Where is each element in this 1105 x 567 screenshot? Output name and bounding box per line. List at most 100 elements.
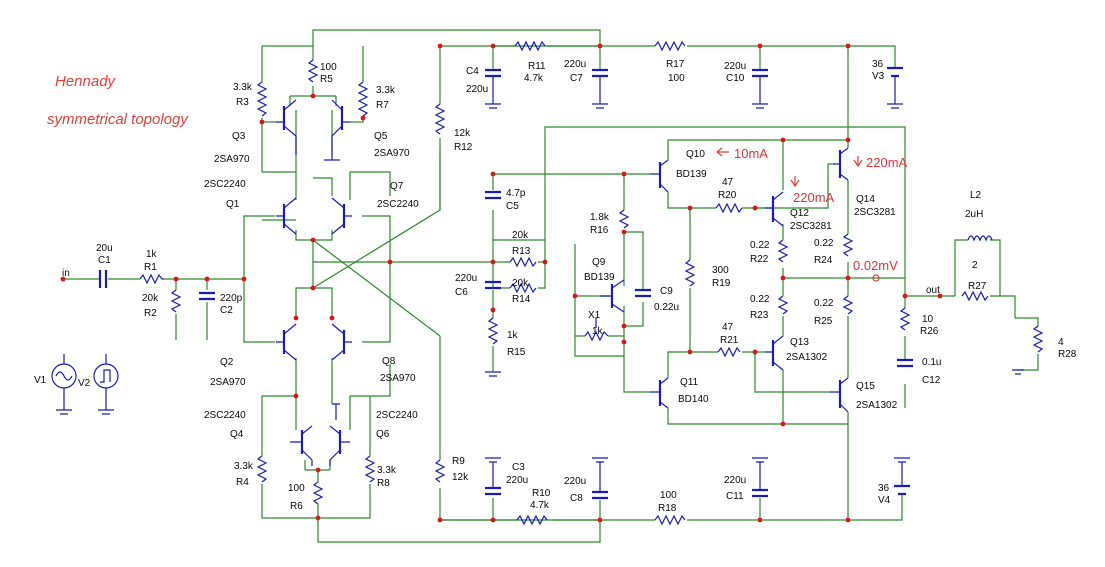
q4-value: 2SC2240 <box>204 410 246 421</box>
c7-ref: C7 <box>570 73 583 84</box>
q12-ref: Q12 <box>790 208 809 219</box>
r28-value: 4 <box>1058 337 1064 348</box>
q15-value: 2SA1302 <box>856 400 898 411</box>
r24-value: 0.22 <box>814 238 834 249</box>
q7-value: 2SC2240 <box>377 199 419 210</box>
r9-value: 12k <box>452 472 469 483</box>
q7-ref: Q7 <box>390 181 404 192</box>
q13-ref: Q13 <box>790 337 809 348</box>
junction-nodes <box>60 43 943 523</box>
q6-ref: Q6 <box>376 429 390 440</box>
r22-value: 0.22 <box>750 240 770 251</box>
c2-value: 220p <box>220 293 243 304</box>
q14-current-annotation: 220mA <box>866 155 908 170</box>
c8-ref: C8 <box>570 493 583 504</box>
x1-value: 1k <box>592 326 604 337</box>
q1-ref: Q1 <box>226 199 240 210</box>
r3-ref: R3 <box>236 97 249 108</box>
c11-ref: C11 <box>726 491 744 502</box>
offset-voltage-annotation: 0.02mV <box>853 258 898 273</box>
r2-value: 20k <box>142 293 159 304</box>
r26-ref: R26 <box>920 326 939 337</box>
r12-value: 12k <box>454 128 471 139</box>
c1-ref: C1 <box>98 255 111 266</box>
q1-value: 2SC2240 <box>204 179 246 190</box>
q6-value: 2SC2240 <box>376 410 418 421</box>
r1-value: 1k <box>146 249 158 260</box>
r24-ref: R24 <box>814 255 833 266</box>
q3-ref: Q3 <box>232 131 246 142</box>
r10-ref: R10 <box>532 488 551 499</box>
r8-ref: R8 <box>377 478 390 489</box>
v4-ref: V4 <box>878 495 891 506</box>
r16-value: 1.8k <box>590 212 610 223</box>
r3-value: 3.3k <box>233 82 253 93</box>
r10-value: 4.7k <box>530 500 550 511</box>
q9-value: BD139 <box>584 272 615 283</box>
r25-ref: R25 <box>814 316 833 327</box>
q12-value: 2SC3281 <box>790 221 832 232</box>
schematic-title: Hennady <box>55 73 117 90</box>
r8-value: 3.3k <box>377 465 397 476</box>
r5-ref: R5 <box>320 74 333 85</box>
r4-value: 3.3k <box>234 461 254 472</box>
q14-ref: Q14 <box>856 194 875 205</box>
r11-value: 4.7k <box>524 73 544 84</box>
r20-value: 47 <box>722 177 734 188</box>
c10-value: 220u <box>724 61 746 72</box>
r27-ref: R27 <box>968 281 987 292</box>
q2-ref: Q2 <box>220 357 234 368</box>
v3-ref: V3 <box>872 71 885 82</box>
net-label-out: out <box>926 285 940 296</box>
c6-ref: C6 <box>455 287 468 298</box>
c2-ref: C2 <box>220 305 233 316</box>
c6-value: 220u <box>455 273 477 284</box>
r21-value: 47 <box>722 322 734 333</box>
q11-value: BD140 <box>678 394 709 405</box>
r23-ref: R23 <box>750 310 769 321</box>
c5-value: 4.7p <box>506 188 526 199</box>
v1-ref: V1 <box>34 375 47 386</box>
c3-ref: C3 <box>512 462 525 473</box>
r22-ref: R22 <box>750 254 769 265</box>
q14-value: 2SC3281 <box>854 207 896 218</box>
r19-ref: R19 <box>712 278 731 289</box>
r17-value: 100 <box>668 73 685 84</box>
r20-ref: R20 <box>718 190 737 201</box>
r7-value: 3.3k <box>376 85 396 96</box>
r7-ref: R7 <box>376 100 389 111</box>
r19-value: 300 <box>712 265 729 276</box>
q11-ref: Q11 <box>680 377 699 388</box>
q10-current-annotation: 10mA <box>734 146 768 161</box>
r15-ref: R15 <box>507 347 526 358</box>
q10-ref: Q10 <box>686 149 705 160</box>
c3-value: 220u <box>506 475 528 486</box>
r17-ref: R17 <box>666 59 685 70</box>
schematic-subtitle: symmetrical topology <box>47 111 189 128</box>
v4-value: 36 <box>878 483 890 494</box>
c9-value: 0.22u <box>654 302 679 313</box>
r9-ref: R9 <box>452 456 465 467</box>
r2-ref: R2 <box>144 308 157 319</box>
l2-value: 2uH <box>965 209 983 220</box>
component-symbols <box>51 40 1044 526</box>
q10-value: BD139 <box>676 169 707 180</box>
q8-ref: Q8 <box>382 356 396 367</box>
c7-value: 220u <box>564 59 586 70</box>
r14-ref: R14 <box>512 294 531 305</box>
r6-value: 100 <box>288 483 305 494</box>
r25-value: 0.22 <box>814 298 834 309</box>
r12-ref: R12 <box>454 142 473 153</box>
r15-value: 1k <box>507 330 519 341</box>
x1-ref: X1 <box>588 310 601 321</box>
c8-value: 220u <box>564 476 586 487</box>
c4-value: 220u <box>466 84 488 95</box>
q15-ref: Q15 <box>856 381 875 392</box>
c1-value: 20u <box>96 243 113 254</box>
r5-value: 100 <box>320 62 337 73</box>
r13-ref: R13 <box>512 246 531 257</box>
r28-ref: R28 <box>1058 349 1077 360</box>
r4-ref: R4 <box>236 477 249 488</box>
r18-ref: R18 <box>658 503 677 514</box>
